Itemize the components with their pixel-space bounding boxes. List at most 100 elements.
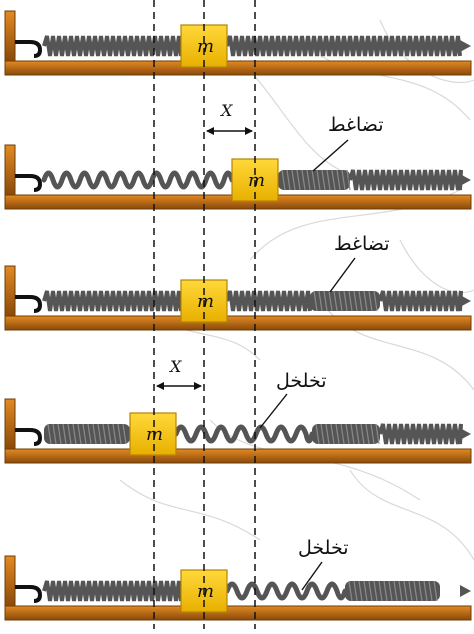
panel-4: m [4,398,472,464]
spring-turn [47,423,52,445]
spring-turn [428,580,433,602]
wall-post [4,265,16,317]
base-plate [4,448,472,464]
spring-turn [328,290,333,312]
spring-turn [423,580,428,602]
spring-turn [92,423,97,445]
spring-coil-loose [173,424,315,444]
compression-label: تضاغط [328,114,384,136]
spring-turn [358,290,363,312]
spring-turn [393,580,398,602]
spring-turn [408,580,413,602]
spring-turn [363,290,368,312]
spring-coil-medium [225,35,462,57]
base-plate [4,60,472,76]
spring-turn [433,580,438,602]
spring-turn [350,423,355,445]
spring-turn [388,580,393,602]
spring-coil-loose [41,170,235,190]
spring-coil-medium [42,35,183,57]
sketch-stroke [119,479,261,541]
spring-end-icon [460,295,471,307]
rarefaction-callout-1: تخلخل [259,370,327,429]
spring-turn [360,423,365,445]
hook-icon [15,585,43,603]
spring-coil-loose [224,581,348,601]
spring-turn [333,290,338,312]
mass-block [129,412,177,456]
spring-turn [373,580,378,602]
spring-turn [355,423,360,445]
spring-turn [340,423,345,445]
spring-turn [67,423,72,445]
background-sketch [119,19,474,561]
spring-turn [383,580,388,602]
spring-turn [345,423,350,445]
spring-turn [82,423,87,445]
displacement-label: X [219,101,233,120]
spring-coil-medium [42,290,183,312]
mass-label: m [197,581,214,602]
spring-end-icon [460,174,471,186]
wall-post [4,144,16,196]
spring-turn [117,423,122,445]
panels: m m m m m [4,10,472,621]
spring-turn [336,169,341,191]
spring-turn [330,423,335,445]
spring-turn [343,290,348,312]
compression-label: تضاغط [334,233,390,255]
spring-turn [373,290,378,312]
base-plate [4,315,472,331]
spring-turn [341,169,346,191]
spring-turn [320,423,325,445]
spring-turn [368,580,373,602]
mass-label: m [197,291,214,312]
hook-icon [15,174,43,192]
spring-turn [112,423,117,445]
rarefaction-label: تخلخل [298,537,349,559]
spring-turn [418,580,423,602]
wall-post [4,398,16,450]
base-plate [4,605,472,621]
spring-coil-medium [378,423,463,445]
rarefaction-label: تخلخل [276,370,327,392]
spring-turn [77,423,82,445]
displacement-label: X [168,357,182,376]
spring-turn [102,423,107,445]
wall-post [4,555,16,607]
spring-turn [87,423,92,445]
spring-turn [375,423,380,445]
displacement-arrow-1: X [206,101,253,135]
spring-turn [107,423,112,445]
spring-turn [313,290,318,312]
spring-turn [338,290,343,312]
spring-turn [358,580,363,602]
spring-turn [323,290,328,312]
spring-turn [403,580,408,602]
spring-turn [378,580,383,602]
spring-turn [52,423,57,445]
spring-turn [311,169,316,191]
spring-turn [348,290,353,312]
spring-turn [353,580,358,602]
spring-turn [316,169,321,191]
sketch-stroke [299,39,471,121]
spring-end-icon [460,40,471,52]
spring-turn [57,423,62,445]
spring-coil-tight [44,424,130,444]
spring-turn [363,580,368,602]
panel-2: m [4,144,472,210]
mass-label: m [197,36,214,57]
reference-lines [153,0,256,629]
spring-turn [331,169,336,191]
spring-turn [97,423,102,445]
spring-turn [291,169,296,191]
spring-turn [413,580,418,602]
hook-icon [15,295,43,313]
spring-end-icon [460,585,471,597]
panel-3: m [4,265,472,331]
spring-turn [353,290,358,312]
spring-turn [321,169,326,191]
